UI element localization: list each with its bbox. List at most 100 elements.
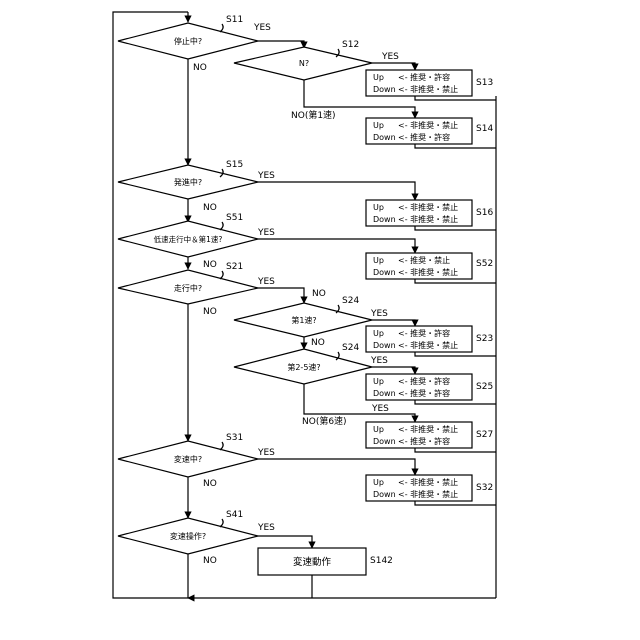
loop-return-line (113, 12, 188, 598)
box-s52-up-val: <- 推奨・禁止 (398, 255, 450, 265)
box-s16-up-val: <- 非推奨・禁止 (398, 202, 458, 212)
decision-s24b-text: 第2-5速? (287, 362, 320, 372)
leader-s11 (220, 24, 223, 32)
decision-s11-yes: YES (253, 23, 271, 33)
box-s52: Up <- 推奨・禁止 Down <- 非推奨・禁止 S52 (366, 253, 493, 279)
box-s14-step: S14 (476, 124, 493, 134)
decision-s31-text: 変速中? (174, 454, 202, 464)
box-s25-up-val: <- 推奨・許容 (398, 376, 450, 386)
s15-yes-line (258, 182, 415, 200)
box-s13: Up <- 推奨・許容 Down <- 非推奨・禁止 S13 (366, 70, 493, 96)
decision-s31: 変速中? S31 YES NO (118, 433, 275, 489)
s52-out-line (415, 279, 496, 283)
decision-s31-yes: YES (257, 448, 275, 458)
box-s23-down-key: Down (373, 341, 396, 350)
s24b-yes-line (372, 367, 415, 374)
decision-s12-yes: YES (381, 52, 399, 62)
decision-s15-no: NO (203, 203, 217, 213)
box-s52-down-key: Down (373, 268, 396, 277)
box-s27-up-key: Up (373, 425, 384, 434)
decision-s12-text: N? (299, 59, 309, 68)
box-s23-up-val: <- 推奨・許容 (398, 328, 450, 338)
box-s13-down-val: <- 非推奨・禁止 (398, 84, 458, 94)
box-s52-up-key: Up (373, 256, 384, 265)
box-s32: Up <- 非推奨・禁止 Down <- 非推奨・禁止 S32 (366, 475, 493, 501)
box-s32-down-key: Down (373, 490, 396, 499)
decision-s15-step: S15 (226, 160, 243, 170)
s14-out-line (415, 144, 496, 148)
box-s32-step: S32 (476, 483, 493, 493)
leader-s21 (220, 271, 223, 279)
box-s25-down-key: Down (373, 389, 396, 398)
decision-s12-step: S12 (342, 40, 359, 50)
box-s23-down-val: <- 非推奨・禁止 (398, 340, 458, 350)
box-s32-down-val: <- 非推奨・禁止 (398, 489, 458, 499)
box-s23-step: S23 (476, 334, 493, 344)
process-s142-step: S142 (370, 556, 393, 566)
decision-s12-no: NO(第1速) (291, 109, 336, 121)
box-s16-step: S16 (476, 208, 493, 218)
s24a-yes-line (372, 320, 415, 326)
leader-s51 (220, 222, 223, 230)
process-s142-label: 変速動作 (293, 556, 332, 568)
s16-out-line (415, 226, 496, 230)
box-s13-up-val: <- 推奨・許容 (398, 72, 450, 82)
leader-s31 (220, 442, 223, 450)
s12-yes-line (372, 63, 415, 70)
box-s27-up-val: <- 非推奨・禁止 (398, 424, 458, 434)
decision-s11-step: S11 (226, 15, 243, 25)
decision-s21-step: S21 (226, 262, 243, 272)
decision-s15: 発進中? S15 YES NO (118, 160, 275, 213)
box-s27-step: S27 (476, 430, 493, 440)
box-s27-down-key: Down (373, 437, 396, 446)
decision-s21: 走行中? S21 YES NO (118, 262, 275, 317)
leader-s41 (220, 519, 223, 527)
box-s13-up-key: Up (373, 73, 384, 82)
box-s25-down-val: <- 推奨・許容 (398, 388, 450, 398)
box-s14: Up <- 非推奨・禁止 Down <- 推奨・許容 S14 (366, 118, 493, 144)
decision-s21-text: 走行中? (174, 283, 202, 293)
box-s52-down-val: <- 非推奨・禁止 (398, 267, 458, 277)
process-s142: 変速動作 S142 (258, 548, 393, 575)
s27-out-line (415, 448, 496, 452)
decision-s41-no: NO (203, 556, 217, 566)
decision-s15-text: 発進中? (174, 177, 202, 187)
decision-s24b-yes-lower: YES (371, 404, 389, 414)
s51-yes-line (258, 239, 415, 253)
s31-yes-line (258, 459, 415, 475)
s32-out-line (415, 501, 496, 505)
box-s25-up-key: Up (373, 377, 384, 386)
decision-s24a-yes: YES (370, 309, 388, 319)
box-s23-up-key: Up (373, 329, 384, 338)
box-s16-down-val: <- 非推奨・禁止 (398, 214, 458, 224)
box-s25-step: S25 (476, 382, 493, 392)
box-s32-up-key: Up (373, 478, 384, 487)
decision-s21-no: NO (203, 307, 217, 317)
box-s16: Up <- 非推奨・禁止 Down <- 非推奨・禁止 S16 (366, 200, 493, 226)
box-s14-down-val: <- 推奨・許容 (398, 132, 450, 142)
s25-out-line (415, 400, 496, 404)
box-s14-up-key: Up (373, 121, 384, 130)
step-leaders (220, 24, 339, 527)
decision-s24a: 第1速? S24 YES NO (234, 296, 388, 348)
box-s27-down-val: <- 推奨・許容 (398, 436, 450, 446)
decision-s24b-yes: YES (370, 356, 388, 366)
decision-s24b-no: NO(第6速) (302, 415, 347, 427)
decision-s24a-step: S24 (342, 296, 359, 306)
box-s16-up-key: Up (373, 203, 384, 212)
box-s52-step: S52 (476, 259, 493, 269)
decision-s41-step: S41 (226, 510, 243, 520)
decision-s31-step: S31 (226, 433, 243, 443)
decision-s51-step: S51 (226, 213, 243, 223)
decision-s24a-text: 第1速? (291, 315, 316, 325)
box-s23: Up <- 推奨・許容 Down <- 非推奨・禁止 S23 (366, 326, 493, 352)
box-s13-step: S13 (476, 78, 493, 88)
box-s13-down-key: Down (373, 85, 396, 94)
decision-s41-yes: YES (257, 523, 275, 533)
decision-s21-yes: YES (257, 277, 275, 287)
decision-s24a-no: NO (311, 338, 325, 348)
decision-s41: 変速操作? S41 YES NO (118, 510, 275, 566)
decision-s41-text: 変速操作? (170, 531, 206, 541)
s23-out-line (415, 352, 496, 356)
decision-s31-no: NO (203, 479, 217, 489)
